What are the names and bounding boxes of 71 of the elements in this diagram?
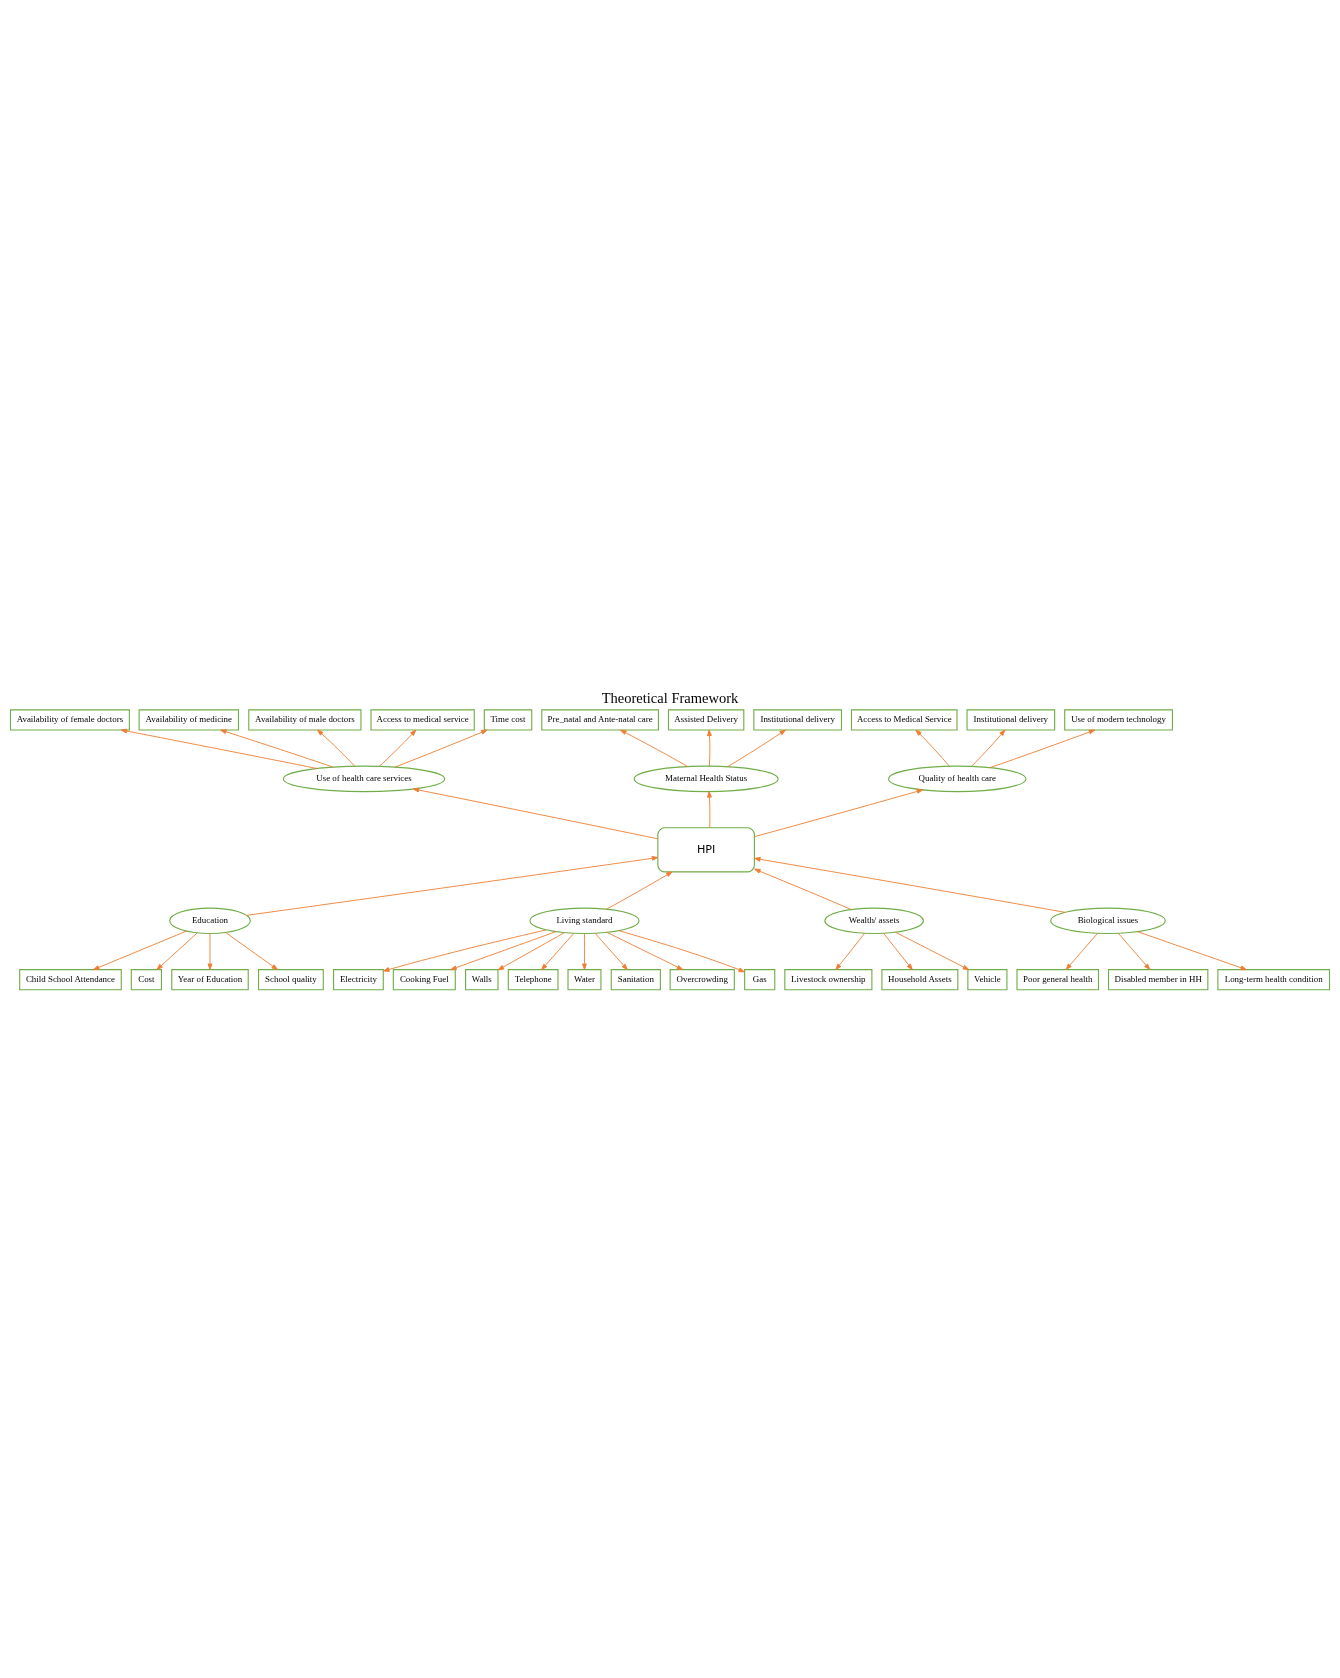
node-ellipse: Wealth/ assets (824, 907, 924, 934)
arrow (618, 929, 745, 972)
arrow (207, 932, 213, 970)
node-ellipse: Maternal Health Status (633, 765, 779, 792)
arrow (594, 932, 628, 970)
arrow (92, 930, 187, 970)
arrow (1117, 932, 1151, 970)
node-box: Child School Attendance (19, 968, 122, 990)
node-box: Access to Medical Service (850, 708, 958, 731)
node-box: Long-term health condition (1217, 968, 1331, 990)
node-box: Assisted Delivery (667, 708, 745, 731)
arrow (606, 931, 684, 970)
node-box: Gas (744, 968, 776, 990)
node-box: Sanitation (610, 968, 661, 990)
arrow (606, 870, 673, 910)
node-box: Availability of male doctors (248, 708, 362, 731)
node-box: Disabled member in HH (1107, 968, 1209, 990)
node-box: Pre_natal and Ante-natal care (541, 708, 659, 731)
node-box: Year of Education (171, 968, 249, 990)
arrow (582, 932, 587, 970)
arrow (120, 728, 318, 769)
node-ellipse: Living standard (529, 907, 640, 934)
arrow (895, 931, 970, 970)
node-ellipse: Biological issues (1050, 907, 1166, 934)
node-box: Electricity (333, 968, 384, 990)
node-box: Use of modern technology (1064, 708, 1173, 731)
node-box: Water (567, 968, 602, 990)
node-box: HPI (657, 826, 755, 872)
arrow (754, 868, 852, 910)
node-box: Walls (465, 968, 499, 990)
node-box: Overcrowding (669, 968, 735, 990)
node-box: Livestock ownership (784, 968, 873, 990)
node-box: Institutional delivery (753, 708, 843, 731)
arrow (541, 932, 575, 970)
arrow (1065, 932, 1098, 970)
arrow (915, 729, 950, 767)
arrow (620, 729, 689, 767)
arrow (450, 930, 557, 970)
node-box: Cooking Fuel (392, 968, 456, 990)
arrow (989, 729, 1096, 768)
node-ellipse: Education (169, 907, 251, 934)
node-box: Institutional delivery (966, 708, 1056, 731)
arrow (394, 729, 488, 768)
arrow (835, 932, 866, 970)
node-box: Vehicle (967, 968, 1008, 990)
node-box: Telephone (507, 968, 559, 990)
arrow (317, 729, 356, 767)
arrow (707, 729, 712, 767)
arrow (378, 729, 417, 767)
arrow (1136, 930, 1247, 970)
arrow (707, 790, 712, 828)
node-box: Household Assets (881, 968, 959, 990)
node-box: Availability of medicine (138, 708, 239, 731)
arrow (497, 931, 565, 970)
node-box: Poor general health (1016, 968, 1100, 990)
arrow (246, 855, 659, 916)
arrow (971, 729, 1006, 767)
arrow (156, 931, 198, 970)
arrow (883, 932, 913, 970)
node-box: School quality (258, 968, 324, 990)
arrow (754, 788, 924, 837)
diagram-title: Theoretical Framework (601, 689, 739, 706)
arrow (220, 728, 334, 768)
node-box: Access to medical service (370, 708, 475, 731)
arrow (225, 931, 278, 970)
node-box: Time cost (483, 708, 533, 731)
arrow (382, 928, 547, 972)
arrow (727, 729, 786, 767)
node-box: Cost (130, 968, 162, 990)
arrow (754, 856, 1066, 913)
arrow (412, 787, 659, 839)
